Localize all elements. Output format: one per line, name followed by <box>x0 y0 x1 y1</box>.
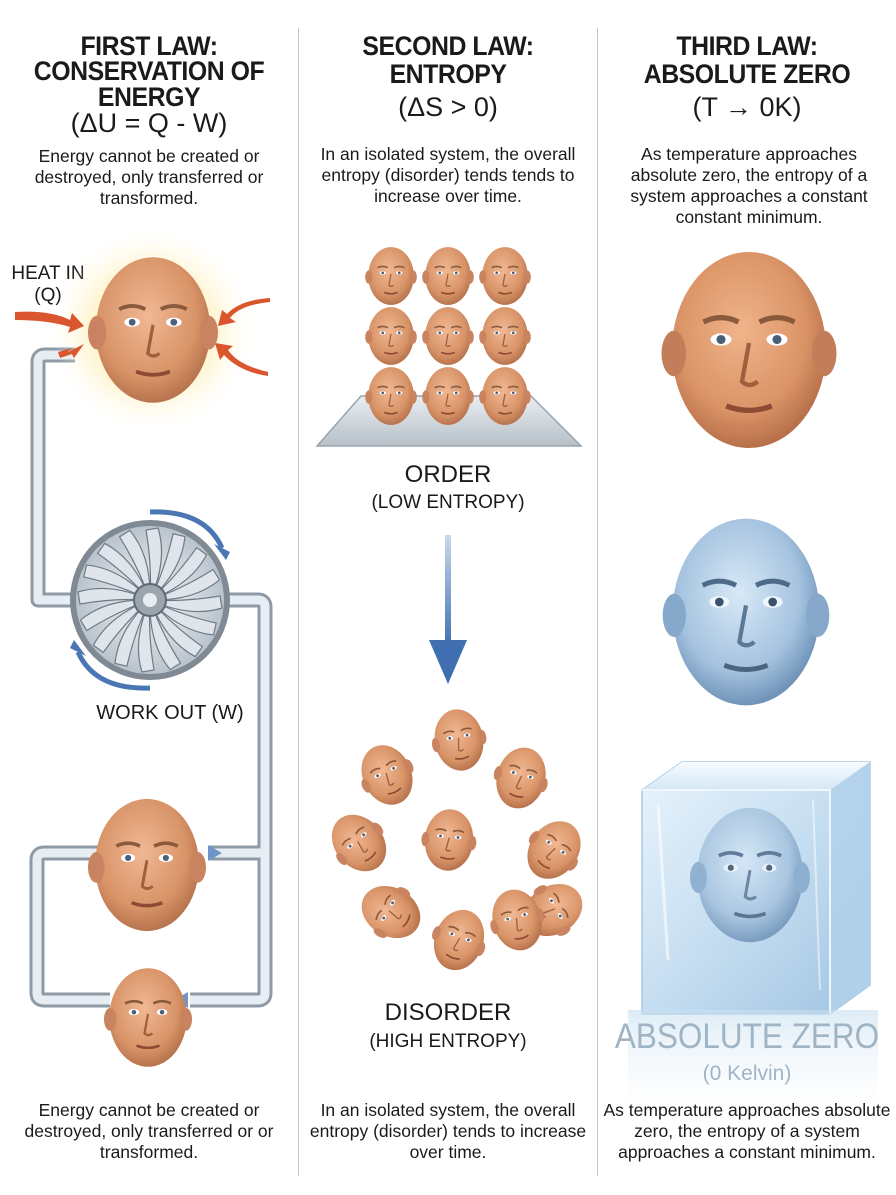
ordered-face <box>478 246 532 306</box>
ordered-faces-grid <box>364 246 532 426</box>
turbine-icon <box>70 520 230 680</box>
first-law-title-line1: FIRST LAW: <box>80 31 218 61</box>
turbine-blade <box>145 527 163 601</box>
turbine-blade <box>149 595 223 613</box>
second-law-footer: In an isolated system, the overall entro… <box>309 1100 587 1162</box>
middle-face <box>88 797 206 933</box>
disordered-face <box>349 871 433 953</box>
turbine-blade <box>149 599 182 671</box>
third-law-column: THIRD LAW: ABSOLUTE ZERO (T → 0K) As tem… <box>598 0 896 1195</box>
third-law-diagram <box>628 0 878 1130</box>
first-law-footer: Energy cannot be created or destroyed, o… <box>24 1100 274 1162</box>
turbine-blade <box>96 542 151 601</box>
disordered-faces-ring <box>317 703 596 980</box>
second-law-description: In an isolated system, the overall entro… <box>320 144 576 206</box>
disordered-face <box>317 800 401 886</box>
first-law-diagram <box>15 230 273 1069</box>
first-law-description: Energy cannot be created or destroyed, o… <box>34 146 264 208</box>
ordered-face <box>364 246 418 306</box>
second-law-column: SECOND LAW: ENTROPY (ΔS > 0) In an isola… <box>299 0 597 1195</box>
third-law-title-line1: THIRD LAW: <box>676 31 818 61</box>
ordered-face <box>421 246 475 306</box>
turbine-blade <box>137 599 155 673</box>
turbine-blade <box>149 599 204 658</box>
turbine-blade <box>149 568 221 601</box>
first-law-title-line2: CONSERVATION OF <box>33 56 265 86</box>
disordered-face <box>485 740 557 816</box>
third-law-title-line2: ABSOLUTE ZERO <box>643 59 851 89</box>
rotation-arrows <box>75 509 225 691</box>
disordered-face <box>348 734 426 816</box>
turbine-blade <box>83 564 151 601</box>
third-law-formula: (T → 0K) <box>692 92 802 122</box>
second-law-title-line1: SECOND LAW: <box>362 31 534 61</box>
second-law-title-line2: ENTROPY <box>389 59 507 89</box>
turbine-blade <box>79 599 151 632</box>
third-law-footer: As temperature approaches absolute zero,… <box>603 1100 891 1162</box>
frozen-face <box>663 519 830 706</box>
disorder-sub-label: (HIGH ENTROPY) <box>369 1031 527 1052</box>
order-label: ORDER <box>404 461 492 488</box>
first-law-title-line3: ENERGY <box>97 82 201 112</box>
warm-face <box>662 252 837 448</box>
turbine-blade <box>77 587 151 605</box>
heat-in-arrows <box>15 298 270 376</box>
turbine-blade <box>149 546 208 601</box>
disordered-face <box>512 808 596 892</box>
column-divider-2 <box>597 28 598 1176</box>
disorder-label: DISORDER <box>384 999 512 1026</box>
second-law-diagram <box>315 246 596 980</box>
third-law-description: As temperature approaches absolute zero,… <box>630 144 868 227</box>
disordered-face <box>425 703 493 777</box>
turbine-blade <box>149 533 186 601</box>
turbine-blade <box>92 599 151 654</box>
down-arrow-icon <box>429 535 467 684</box>
absolute-zero-label: ABSOLUTE ZERO <box>614 1017 880 1056</box>
heat-in-symbol: (Q) <box>34 285 62 306</box>
ordered-face <box>421 306 475 366</box>
second-law-formula: (ΔS > 0) <box>398 92 498 122</box>
ordered-face <box>364 306 418 366</box>
ordered-face <box>478 306 532 366</box>
turbine-blade <box>114 599 151 667</box>
turbine-blade <box>149 599 217 636</box>
first-law-formula: (ΔU = Q - W) <box>70 108 228 138</box>
column-divider-1 <box>298 28 299 1176</box>
disordered-face <box>418 806 480 874</box>
turbine-blade <box>118 529 151 601</box>
small-face <box>104 966 192 1069</box>
disordered-face <box>421 900 497 980</box>
work-out-label: WORK OUT (W) <box>96 702 244 724</box>
kelvin-label: (0 Kelvin) <box>702 1062 792 1085</box>
ice-cube-icon <box>628 761 878 1130</box>
first-law-column: FIRST LAW: CONSERVATION OF ENERGY (ΔU = … <box>0 0 298 1195</box>
order-sub-label: (LOW ENTROPY) <box>371 492 525 513</box>
